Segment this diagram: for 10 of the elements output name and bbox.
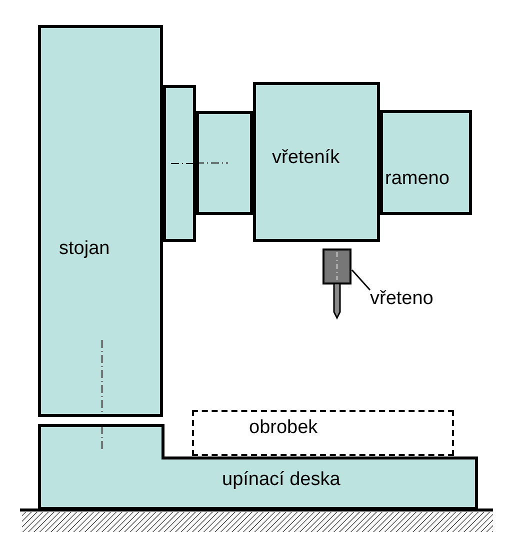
part-label: vřeteno (370, 288, 434, 310)
part-name: upínací deska (222, 469, 340, 491)
part-name: obrobek (249, 417, 318, 439)
arm (380, 110, 472, 215)
part-name: stojan (59, 238, 110, 260)
headstock (253, 82, 380, 242)
part-name: rameno (385, 168, 450, 190)
part-name: vřeteník (272, 147, 340, 169)
leader-line (351, 270, 371, 290)
column (38, 25, 163, 417)
